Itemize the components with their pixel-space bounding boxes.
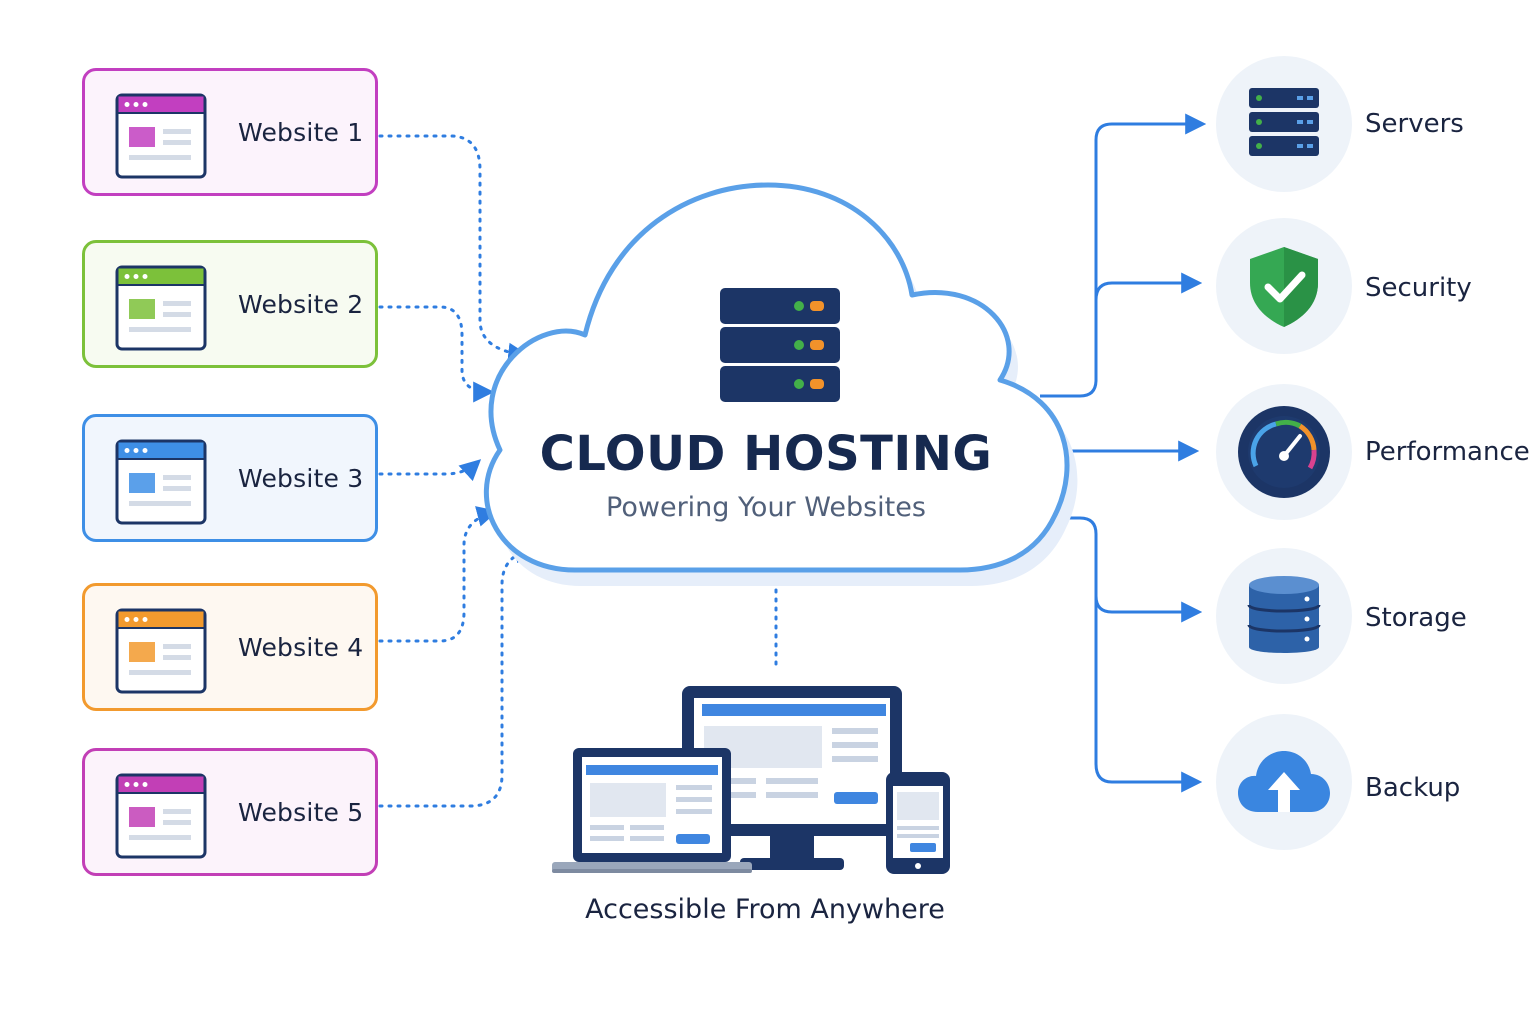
browser-window-icon: [115, 773, 207, 859]
browser-window-icon: [115, 608, 207, 694]
browser-window-icon: [115, 439, 207, 525]
devices-illustration: [552, 686, 950, 874]
feature-security: [1216, 218, 1352, 354]
website-label: Website 5: [238, 797, 364, 827]
browser-window-icon: [115, 93, 207, 179]
speedometer-icon: [1238, 406, 1330, 498]
feature-label-backup: Backup: [1365, 773, 1461, 803]
devices-caption: Accessible From Anywhere: [585, 894, 945, 925]
browser-window-icon: [115, 265, 207, 351]
feature-connectors: [1040, 113, 1207, 793]
cloud-title: CLOUD HOSTING: [539, 426, 993, 482]
website-card-4: Website 4: [82, 583, 378, 711]
cloud-subtitle: Powering Your Websites: [606, 492, 926, 523]
feature-storage: [1216, 548, 1352, 684]
database-icon: [1247, 576, 1321, 653]
feature-servers: [1216, 56, 1352, 192]
website-card-2: Website 2: [82, 240, 378, 368]
smartphone-icon: [886, 772, 950, 874]
website-card-3: Website 3: [82, 414, 378, 542]
feature-backup: [1216, 714, 1352, 850]
server-rack-icon: [1249, 88, 1319, 156]
website-label: Website 2: [238, 289, 364, 319]
website-connectors: [378, 134, 778, 808]
website-card-5: Website 5: [82, 748, 378, 876]
feature-label-storage: Storage: [1365, 603, 1467, 633]
website-label: Website 3: [238, 463, 364, 493]
feature-label-servers: Servers: [1365, 109, 1464, 139]
website-label: Website 4: [238, 632, 364, 662]
cloud-upload-icon: [1238, 751, 1330, 812]
cloud-server-icon: [720, 288, 840, 402]
website-card-1: Website 1: [82, 68, 378, 196]
website-label: Website 1: [238, 117, 364, 147]
laptop-icon: [552, 748, 752, 873]
feature-label-security: Security: [1365, 273, 1472, 303]
feature-label-performance: Performance: [1365, 437, 1530, 467]
feature-performance: [1216, 384, 1352, 520]
shield-check-icon: [1250, 247, 1318, 327]
